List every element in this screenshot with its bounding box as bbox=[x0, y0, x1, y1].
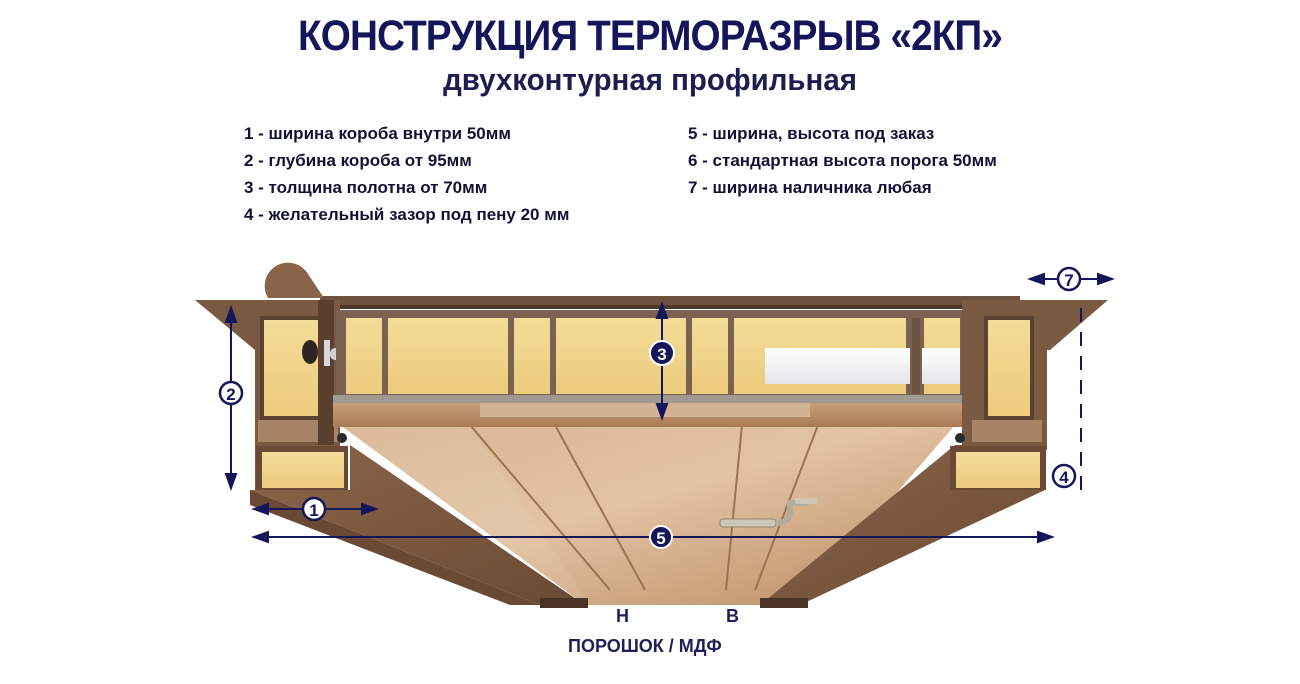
door-handle-icon bbox=[719, 498, 817, 528]
spec-item-6: 6 - стандартная высота порога 50мм bbox=[688, 151, 997, 170]
inside-finish-label: В bbox=[726, 606, 739, 626]
page-subtitle: двухконтурная профильная bbox=[443, 62, 857, 97]
spec-item-4: 4 - желательный зазор под пену 20 мм bbox=[244, 205, 570, 224]
spec-item-3: 3 - толщина полотна от 70мм bbox=[244, 178, 488, 197]
outside-finish-label: Н bbox=[616, 606, 629, 626]
frame-left-jamb bbox=[250, 445, 585, 605]
door-leaf bbox=[340, 424, 955, 605]
page-title: КОНСТРУКЦИЯ ТЕРМОРАЗРЫВ «2КП» bbox=[298, 12, 1003, 60]
spec-item-2: 2 - глубина короба от 95мм bbox=[244, 151, 472, 170]
marker-4: 4 bbox=[1051, 463, 1077, 489]
marker-3: 3 bbox=[649, 340, 675, 366]
marker-7: 7 bbox=[1056, 266, 1082, 292]
svg-text:5: 5 bbox=[656, 529, 665, 548]
spec-item-5: 5 - ширина, высота под заказ bbox=[688, 124, 935, 143]
marker-1: 1 bbox=[301, 496, 327, 522]
marker-2: 2 bbox=[218, 380, 244, 406]
casing-right bbox=[1040, 300, 1108, 350]
marker-5: 5 bbox=[649, 525, 673, 549]
spec-item-1: 1 - ширина короба внутри 50мм bbox=[244, 124, 511, 143]
svg-text:4: 4 bbox=[1059, 468, 1069, 487]
finish-materials-label: ПОРОШОК / МДФ bbox=[568, 636, 722, 656]
svg-text:7: 7 bbox=[1064, 271, 1073, 290]
svg-text:1: 1 bbox=[309, 501, 318, 520]
svg-text:2: 2 bbox=[226, 385, 235, 404]
metal-sheet bbox=[333, 395, 978, 403]
spec-list-left: 1 - ширина короба внутри 50мм 2 - глубин… bbox=[244, 120, 569, 228]
spec-item-7: 7 - ширина наличника любая bbox=[688, 178, 932, 197]
spec-list-right: 5 - ширина, высота под заказ 6 - стандар… bbox=[688, 120, 997, 201]
hinge bbox=[264, 262, 324, 298]
svg-text:3: 3 bbox=[657, 345, 666, 364]
